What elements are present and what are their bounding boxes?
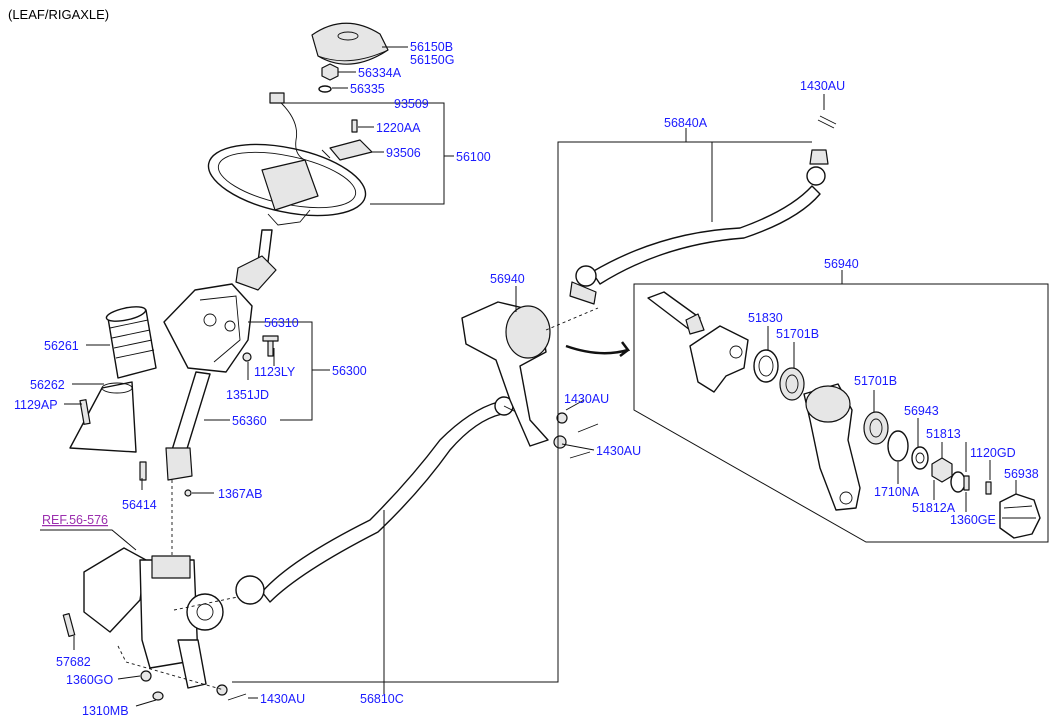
label-56360: 56360 [232, 414, 267, 428]
label-56262: 56262 [30, 378, 65, 392]
label-1351jd: 1351JD [226, 388, 269, 402]
washer-1310mb [152, 691, 164, 701]
bearing-51701b-lower [863, 411, 889, 445]
label-1430au-top: 1430AU [800, 79, 845, 93]
label-1430au-mid1: 1430AU [564, 392, 609, 406]
label-1220aa: 1220AA [376, 121, 421, 135]
reference-link[interactable]: REF.56-576 [42, 513, 108, 527]
nut-56334a [321, 63, 339, 81]
idler-shaft-detail [647, 291, 705, 335]
column-lower-shaft-56360 [165, 371, 211, 481]
label-56150g: 56150G [410, 53, 454, 67]
drag-link-56810c [235, 396, 521, 605]
bolt-57682 [62, 612, 76, 638]
idler-arm-detail [803, 383, 861, 511]
cotter-pin-bottom [216, 684, 247, 701]
label-1123ly: 1123LY [254, 365, 296, 379]
label-56310: 56310 [264, 316, 299, 330]
label-56261: 56261 [44, 339, 79, 353]
o-ring-1710na [887, 430, 909, 462]
label-1367ab: 1367AB [218, 487, 262, 501]
lock-washer-51813 [950, 471, 966, 493]
label-51813: 51813 [926, 427, 961, 441]
clock-spring-wiring [269, 92, 306, 161]
label-56938: 56938 [1004, 467, 1039, 481]
label-56150b: 56150B [410, 40, 453, 54]
seal-51830 [753, 349, 779, 383]
label-1710na: 1710NA [874, 485, 920, 499]
seal-plate-56262 [69, 381, 137, 453]
horn-contact-bracket [321, 139, 373, 161]
label-93506: 93506 [386, 146, 421, 160]
label-56334a: 56334A [358, 66, 402, 80]
steering-wheel [207, 143, 367, 226]
bolt-1129ap [79, 399, 91, 425]
diagram-title: (LEAF/RIGAXLE) [8, 7, 109, 22]
label-56810c: 56810C [360, 692, 404, 706]
column-bracket-56310 [163, 283, 253, 373]
detail-box-56940 [633, 283, 1049, 543]
label-56335: 56335 [350, 82, 385, 96]
label-51812a: 51812A [912, 501, 956, 515]
nut-1351jd [242, 352, 252, 362]
bolt-56414 [139, 461, 147, 481]
nut-1360go [140, 670, 152, 682]
label-1120gd: 1120GD [970, 446, 1016, 460]
detail-arrow [565, 341, 631, 357]
label-56100: 56100 [456, 150, 491, 164]
label-51701b-b: 51701B [854, 374, 897, 388]
label-56940-center: 56940 [490, 272, 525, 286]
label-51701b-a: 51701B [776, 327, 819, 341]
label-51830: 51830 [748, 311, 783, 325]
label-57682: 57682 [56, 655, 91, 669]
label-56414: 56414 [122, 498, 157, 512]
idler-arm-56940-center [461, 301, 568, 449]
label-93509: 93509 [394, 97, 429, 111]
label-1129ap: 1129AP [14, 398, 58, 412]
tie-rod-56840a [569, 149, 829, 305]
label-1430au-bottom: 1430AU [260, 692, 305, 706]
bolt-1220aa [351, 119, 358, 133]
label-56300: 56300 [332, 364, 367, 378]
nut-1367ab [184, 489, 192, 497]
cotter-pin-top [817, 115, 837, 129]
washer-56335 [318, 85, 332, 93]
airbag-module [311, 22, 389, 65]
label-56943: 56943 [904, 404, 939, 418]
nut-51812a [931, 457, 953, 483]
label-56940-box: 56940 [824, 257, 859, 271]
cotter-pin-1360ge [963, 475, 970, 491]
bolt-1120gd [985, 481, 992, 495]
steering-column-shaft [235, 229, 277, 291]
cotter-pins-mid [569, 423, 599, 459]
label-1360ge: 1360GE [950, 513, 996, 527]
cap-56938 [999, 493, 1041, 539]
idler-bracket-detail [689, 325, 749, 393]
label-1430au-mid2: 1430AU [596, 444, 641, 458]
washer-56943 [911, 446, 929, 470]
dust-boot-56261 [105, 306, 157, 379]
bolt-1123ly [262, 335, 279, 357]
label-1360go: 1360GO [66, 673, 114, 687]
label-56840a: 56840A [664, 116, 708, 130]
steering-gear-box [83, 547, 224, 689]
bearing-51701b-upper [779, 367, 805, 401]
leader-lines [40, 46, 1017, 707]
label-1310mb: 1310MB [82, 704, 129, 718]
